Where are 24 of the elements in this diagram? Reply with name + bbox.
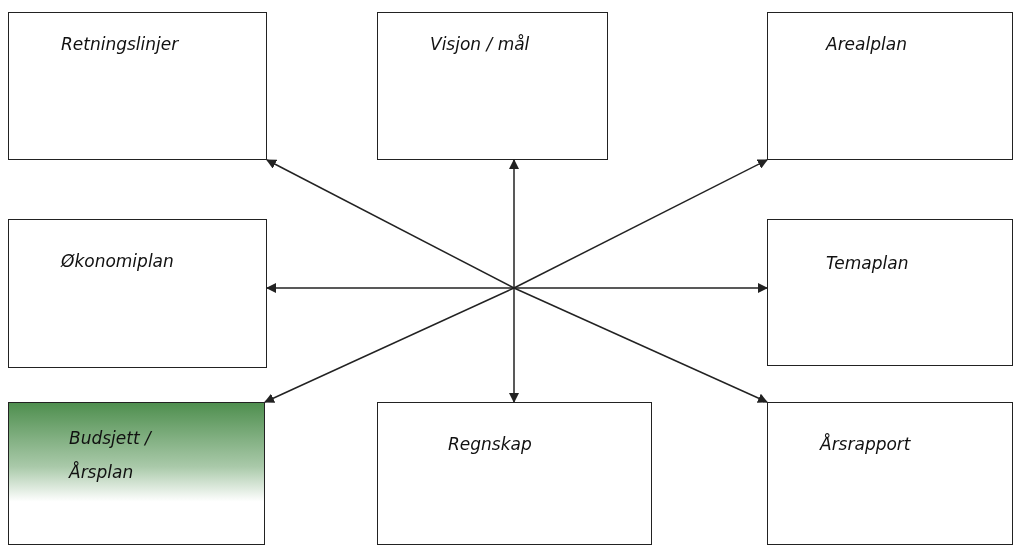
box-label: Økonomiplan — [61, 250, 174, 273]
box-label: Arealplan — [826, 33, 907, 56]
plan-box — [8, 12, 267, 160]
plan-box — [8, 219, 267, 368]
arrow — [509, 159, 519, 289]
arrow — [513, 287, 768, 403]
arrow — [266, 283, 515, 293]
box-label: Retningslinjer — [61, 33, 179, 56]
box-label: Temaplan — [826, 252, 909, 275]
arrow — [513, 283, 768, 293]
arrow — [513, 159, 768, 289]
arrow — [264, 287, 515, 403]
plan-box — [377, 402, 652, 545]
plan-box — [767, 219, 1013, 366]
plan-box — [377, 12, 608, 160]
plan-box — [767, 12, 1013, 160]
arrow — [266, 159, 515, 289]
plan-box — [767, 402, 1013, 545]
box-label: Visjon / mål — [430, 33, 530, 56]
arrow — [509, 287, 519, 403]
box-label: Budsjett / Årsplan — [69, 427, 153, 484]
box-label: Årsrapport — [820, 433, 911, 456]
box-label: Regnskap — [448, 433, 532, 456]
plan-box — [8, 402, 265, 545]
